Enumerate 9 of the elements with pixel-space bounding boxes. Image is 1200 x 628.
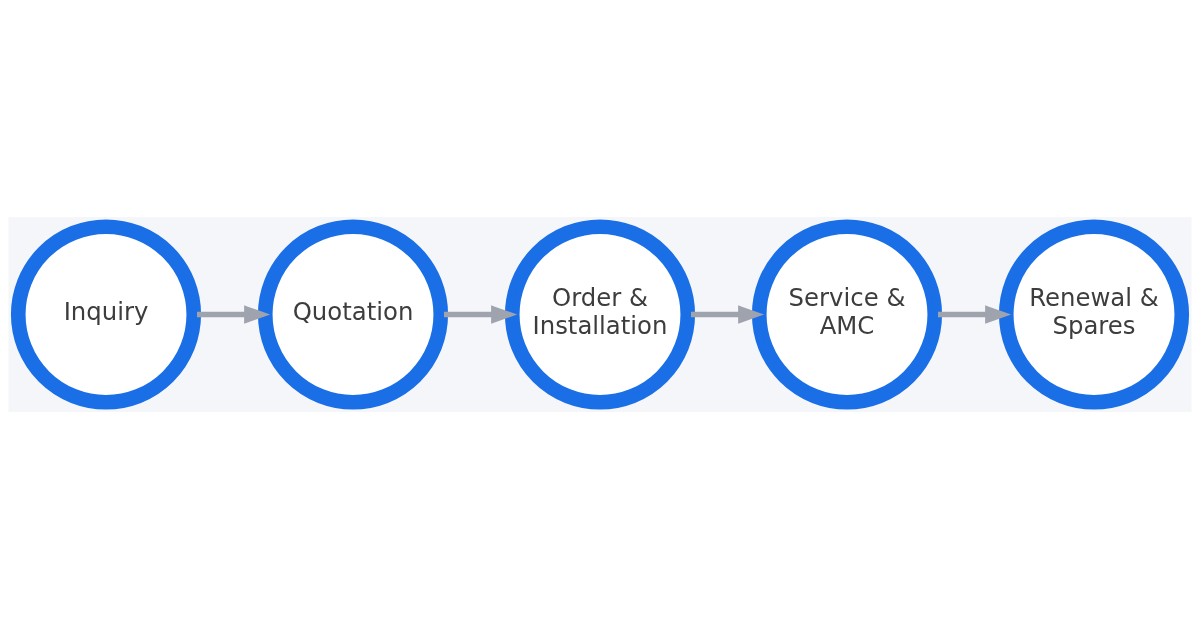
arrow [444, 304, 518, 324]
node-circle: Renewal & Spares [998, 218, 1190, 410]
arrow [938, 304, 1012, 324]
arrow [197, 304, 271, 324]
node-circle: Order & Installation [504, 218, 696, 410]
node-circle: Inquiry [10, 218, 202, 410]
node-circle: Service & AMC [751, 218, 943, 410]
arrow [691, 304, 765, 324]
node-circle: Quotation [257, 218, 449, 410]
